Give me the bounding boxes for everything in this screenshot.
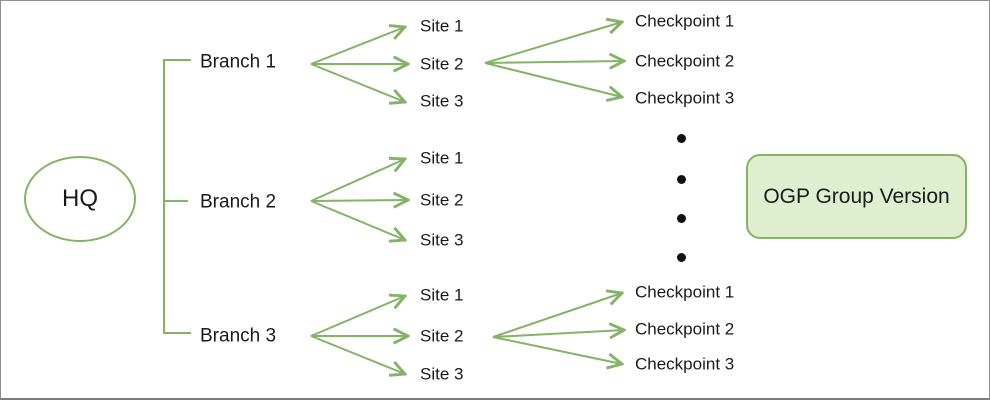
hq-label: HQ bbox=[62, 185, 98, 212]
top-checkpoint-3-label: Checkpoint 3 bbox=[635, 88, 735, 108]
bottom-checkpoint-3-label: Checkpoint 3 bbox=[635, 354, 735, 374]
ellipsis-dot bbox=[677, 214, 686, 223]
ogp-group-version-label: OGP Group Version bbox=[763, 184, 950, 208]
hq-node: HQ bbox=[24, 156, 136, 242]
top-checkpoint-2-label: Checkpoint 2 bbox=[635, 51, 735, 71]
ellipsis-dot bbox=[677, 134, 686, 143]
branch1-site-1-label: Site 1 bbox=[420, 16, 464, 36]
branch1-site-arrows bbox=[310, 27, 408, 102]
branch3-site-2-label: Site 2 bbox=[420, 326, 464, 346]
branch2-site-2-label: Site 2 bbox=[420, 190, 464, 210]
branch2-site-arrows bbox=[310, 159, 408, 240]
ellipsis-dot bbox=[677, 253, 686, 262]
branch2-site-1-label: Site 1 bbox=[420, 148, 464, 168]
branch1-site-3-label: Site 3 bbox=[420, 91, 464, 111]
hq-branch-trunk bbox=[163, 59, 191, 334]
branch-3-label: Branch 3 bbox=[200, 325, 277, 347]
branch3-site-arrows bbox=[310, 296, 408, 374]
branch1-site-2-label: Site 2 bbox=[420, 54, 464, 74]
branch3-site-3-label: Site 3 bbox=[420, 364, 464, 384]
branch3-site-1-label: Site 1 bbox=[420, 285, 464, 305]
branch1-site2-checkpoint-arrows bbox=[484, 22, 624, 97]
branch3-site2-checkpoint-arrows bbox=[492, 293, 624, 364]
ellipsis-dot bbox=[677, 175, 686, 184]
bottom-checkpoint-1-label: Checkpoint 1 bbox=[635, 282, 735, 302]
ogp-group-version-box: OGP Group Version bbox=[746, 154, 967, 239]
top-checkpoint-1-label: Checkpoint 1 bbox=[635, 11, 735, 31]
branch-1-label: Branch 1 bbox=[200, 51, 277, 73]
bottom-checkpoint-2-label: Checkpoint 2 bbox=[635, 319, 735, 339]
branch2-site-3-label: Site 3 bbox=[420, 230, 464, 250]
branch-2-label: Branch 2 bbox=[200, 191, 277, 213]
